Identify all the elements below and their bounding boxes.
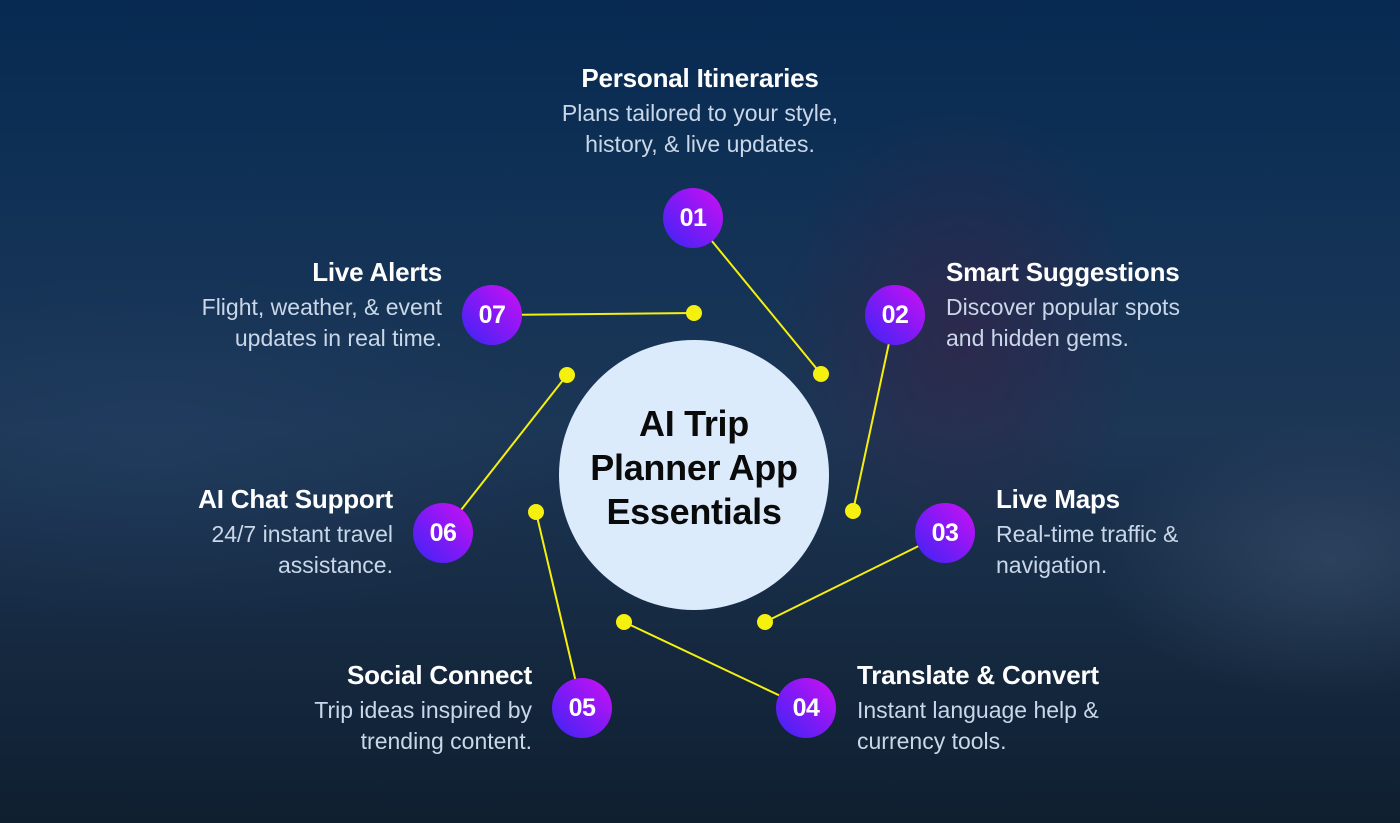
connector-dot-01 [813,366,829,382]
feature-description: Plans tailored to your style, history, &… [561,100,839,157]
badge-01: 01 [663,188,723,248]
feature-live-alerts: Live Alerts Flight, weather, & event upd… [201,256,443,354]
feature-title: Translate & Convert [857,660,1099,690]
feature-description: Real-time traffic & navigation. [996,521,1179,578]
center-title: AI Trip Planner App Essentials [569,402,819,534]
connector-dot-06 [559,367,575,383]
connector-03 [764,532,946,623]
feature-smart-suggestions: Smart Suggestions Discover popular spots… [946,256,1180,354]
connector-dot-05 [528,504,544,520]
feature-social-connect: Social Connect Trip ideas inspired by tr… [314,659,532,757]
center-title-line-3: Essentials [606,491,782,532]
feature-title: Live Alerts [312,257,442,287]
feature-description: Discover popular spots and hidden gems. [946,294,1180,351]
feature-translate-convert: Translate & Convert Instant language hel… [857,659,1099,757]
connector-02 [852,314,896,512]
badge-02: 02 [865,285,925,345]
feature-ai-chat-support: AI Chat Support 24/7 instant travel assi… [198,483,393,581]
badge-05: 05 [552,678,612,738]
badge-06: 06 [413,503,473,563]
connector-01 [692,217,822,375]
feature-title: Live Maps [996,484,1120,514]
center-title-line-2: Planner App [590,447,798,488]
badge-03: 03 [915,503,975,563]
connector-dot-02 [845,503,861,519]
connector-04 [623,621,807,709]
center-title-line-1: AI Trip [639,403,749,444]
feature-description: Instant language help & currency tools. [857,697,1099,754]
connector-07 [491,312,695,316]
connector-06 [442,374,568,534]
feature-live-maps: Live Maps Real-time traffic & navigation… [996,483,1178,581]
feature-description: 24/7 instant travel assistance. [211,521,393,578]
feature-personal-itineraries: Personal Itineraries Plans tailored to y… [500,62,900,160]
connector-dot-04 [616,614,632,630]
center-hub: AI Trip Planner App Essentials [559,340,829,610]
badge-07: 07 [462,285,522,345]
feature-title: Personal Itineraries [581,63,819,93]
feature-description: Trip ideas inspired by trending content. [314,697,532,754]
badge-04: 04 [776,678,836,738]
feature-description: Flight, weather, & event updates in real… [201,294,442,351]
feature-title: Social Connect [346,660,532,690]
connector-dot-03 [757,614,773,630]
feature-title: Smart Suggestions [946,257,1180,287]
connector-dot-07 [686,305,702,321]
feature-title: AI Chat Support [198,484,393,514]
connector-05 [535,511,583,709]
